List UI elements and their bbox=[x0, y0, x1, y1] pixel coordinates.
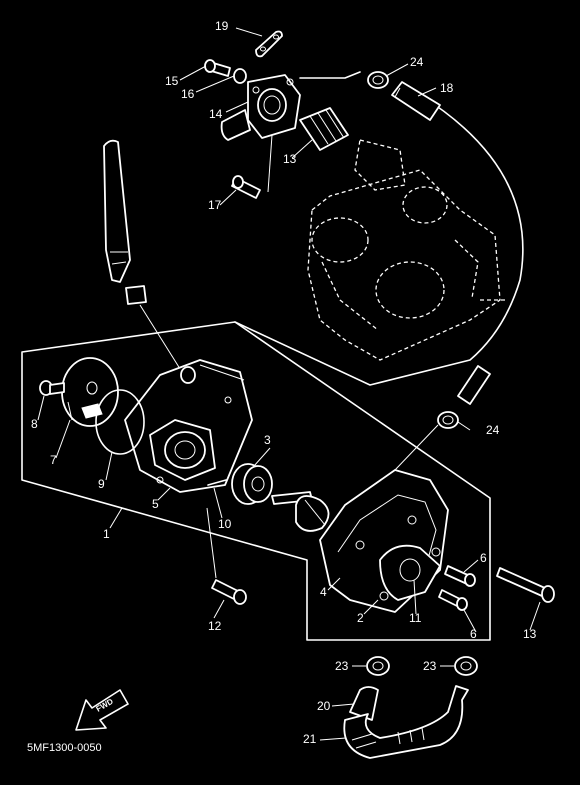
callout-3: 3 bbox=[264, 433, 271, 447]
callout-22: 21 bbox=[303, 732, 317, 746]
clamp-hose-left bbox=[125, 285, 147, 305]
callout-5: 5 bbox=[152, 497, 159, 511]
o-ring-9 bbox=[95, 389, 145, 455]
leader-lines bbox=[37, 27, 541, 741]
callout-24-lower: 24 bbox=[486, 423, 500, 437]
clamp-24-top bbox=[367, 71, 389, 89]
callout-21: 20 bbox=[317, 699, 331, 713]
cover-7 bbox=[61, 357, 119, 427]
bypass-hose bbox=[103, 139, 131, 283]
assembly-outline bbox=[21, 321, 491, 641]
link-20 bbox=[255, 30, 283, 58]
fwd-arrow-icon: FWD bbox=[75, 689, 129, 731]
callout-8: 8 bbox=[31, 417, 38, 431]
engine-cylinder-outline bbox=[307, 139, 505, 361]
bolt-8 bbox=[39, 380, 65, 396]
diagram-code: 5MF1300-0050 bbox=[27, 742, 102, 754]
callout-15: 14 bbox=[209, 107, 223, 121]
callout-12: 12 bbox=[208, 619, 222, 633]
callout-23-right: 23 bbox=[423, 659, 437, 673]
clamp-23-right bbox=[454, 656, 478, 676]
bolt-18 bbox=[231, 175, 261, 199]
callout-23-left: 23 bbox=[335, 659, 349, 673]
pump-housing-5 bbox=[124, 359, 253, 493]
callout-13: 13 bbox=[523, 627, 537, 641]
callout-18: 17 bbox=[208, 198, 222, 212]
callout-6-upper: 6 bbox=[480, 551, 487, 565]
clamp-24-lower bbox=[437, 411, 459, 429]
cover-plate-4 bbox=[319, 469, 449, 613]
callout-24-top: 24 bbox=[410, 55, 424, 69]
bearing-3 bbox=[231, 463, 273, 505]
callout-16: 15 bbox=[165, 74, 179, 88]
callout-11: 11 bbox=[409, 611, 422, 625]
bolt-16 bbox=[204, 59, 231, 77]
fwd-label: FWD bbox=[95, 697, 115, 714]
callout-19: 18 bbox=[440, 81, 454, 95]
callout-17: 16 bbox=[181, 87, 195, 101]
callout-4: 4 bbox=[320, 585, 327, 599]
bolt-6-lower bbox=[438, 589, 468, 611]
bolt-13 bbox=[496, 567, 555, 603]
washer-17 bbox=[233, 68, 247, 84]
callout-9: 9 bbox=[98, 477, 105, 491]
pin-10 bbox=[207, 479, 227, 486]
clamp-23-left bbox=[366, 656, 390, 676]
callout-2: 2 bbox=[357, 611, 364, 625]
fitting-14 bbox=[299, 107, 349, 151]
bolt-6-upper bbox=[444, 565, 476, 587]
hose-22 bbox=[343, 685, 469, 759]
hose-21 bbox=[349, 686, 379, 721]
callout-6-lower: 6 bbox=[470, 627, 477, 641]
impeller-shaft bbox=[271, 491, 330, 532]
callout-20: 19 bbox=[215, 19, 229, 33]
callout-14: 13 bbox=[283, 152, 297, 166]
coolant-line bbox=[234, 71, 524, 386]
callout-1: 1 bbox=[103, 527, 110, 541]
bolt-12 bbox=[211, 579, 247, 605]
callout-7: 7 bbox=[50, 453, 57, 467]
housing-15 bbox=[220, 74, 301, 141]
callout-10: 10 bbox=[218, 517, 232, 531]
hose-19 bbox=[391, 81, 441, 121]
